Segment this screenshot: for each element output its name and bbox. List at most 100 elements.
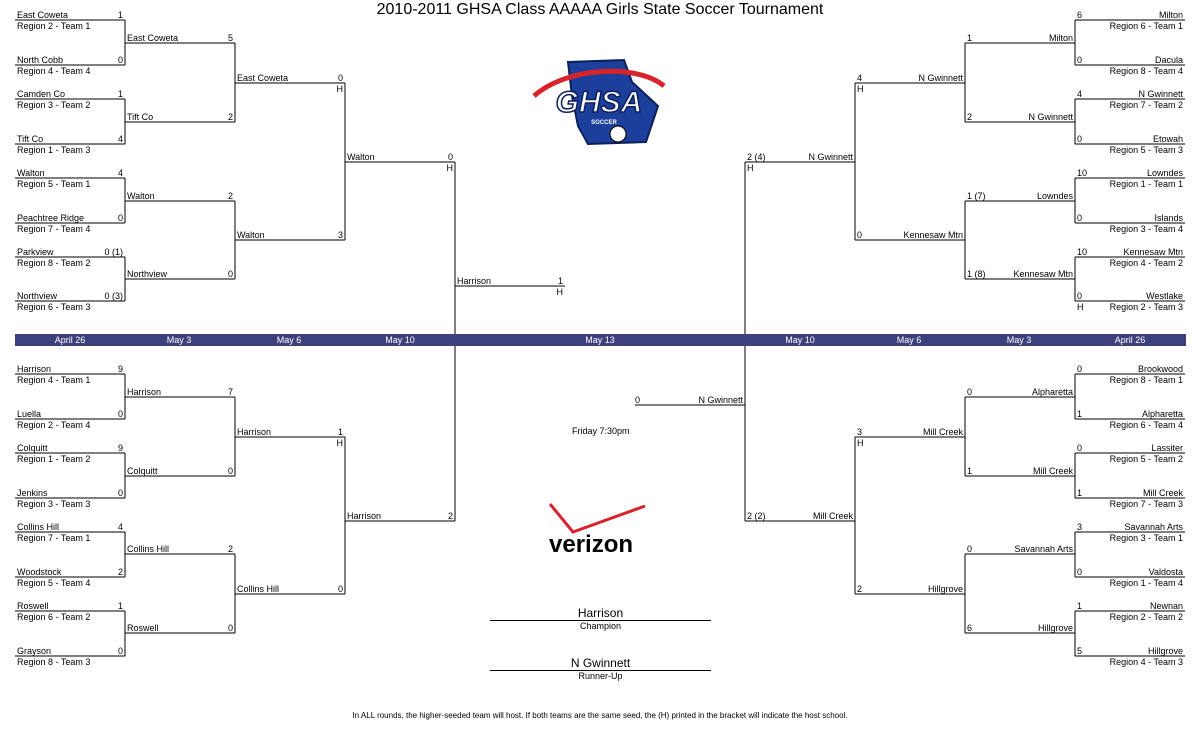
left-bottom-r1-team-name: Woodstock [17, 567, 62, 577]
right-bottom-r1-score: 1 [1077, 409, 1082, 419]
left-bottom-r3-score: 1 [338, 427, 343, 437]
right-top-r1-seed: Region 4 - Team 2 [1110, 258, 1183, 268]
right-bottom-r1-seed: Region 1 - Team 4 [1110, 578, 1183, 588]
champion-label: Champion [579, 621, 622, 631]
right-top-r1-team-name: Etowah [1153, 134, 1183, 144]
left-bottom-r1-score: 9 [118, 443, 123, 453]
left-bottom-r2-score: 7 [228, 387, 233, 397]
right-top-r1-team-name: Lowndes [1147, 168, 1184, 178]
footer-note: In ALL rounds, the higher-seeded team wi… [352, 711, 848, 720]
right-bottom-r1-seed: Region 8 - Team 1 [1110, 375, 1183, 385]
right-top-r1-team-name: N Gwinnett [1138, 89, 1183, 99]
right-bottom-r1-team-name: Brookwood [1138, 364, 1183, 374]
left-bottom-r1-team-name: Roswell [17, 601, 49, 611]
champion-block: Harrison Champion [490, 606, 711, 632]
right-bottom-r1-team-name: Valdosta [1149, 567, 1183, 577]
left-bottom-r1-seed: Region 5 - Team 4 [17, 578, 90, 588]
left-bottom-r1-seed: Region 1 - Team 2 [17, 454, 90, 464]
right-top-r2-score: 1 [967, 33, 972, 43]
left-top-r1-team-name: Tift Co [17, 134, 43, 144]
right-bottom-r1-score: 1 [1077, 601, 1082, 611]
left-top-r1-score: 1 [118, 10, 123, 20]
left-top-r1-seed: Region 5 - Team 1 [17, 179, 90, 189]
round-date-r3-right: May 6 [896, 335, 922, 345]
left-top-r1-score: 0 (3) [104, 291, 123, 301]
right-bottom-r1-score: 0 [1077, 443, 1082, 453]
right-bottom-r2-team-name: Savannah Arts [1014, 544, 1073, 554]
left-bottom-r1-seed: Region 2 - Team 4 [17, 420, 90, 430]
left-top-r1-seed: Region 7 - Team 4 [17, 224, 90, 234]
verizon-check-icon [548, 503, 646, 534]
left-bottom-r2-score: 2 [228, 544, 233, 554]
left-bottom-r2-team-name: Harrison [127, 387, 161, 397]
right-bottom-r3-team-name: Mill Creek [923, 427, 964, 437]
ghsa-logo-subtext: SOCCER [591, 120, 617, 126]
left-top-r3-host-marker: H [337, 84, 344, 94]
right-bottom-r1-seed: Region 3 - Team 1 [1110, 533, 1183, 543]
left-bottom-r1-seed: Region 8 - Team 3 [17, 657, 90, 667]
right-top-r1-host-marker: H [1077, 302, 1084, 312]
right-bottom-r2-score: 0 [967, 544, 972, 554]
right-bottom-r2-team-name: Mill Creek [1033, 466, 1074, 476]
right-semi-team-name: N Gwinnett [698, 395, 743, 405]
left-top-r1-team-name: Peachtree Ridge [17, 213, 84, 223]
right-bottom-r2-score: 1 [967, 466, 972, 476]
right-top-r2-team-name: Kennesaw Mtn [1013, 269, 1073, 279]
left-top-r1-seed: Region 6 - Team 3 [17, 302, 90, 312]
right-top-r1-score: 10 [1077, 168, 1087, 178]
left-top-r3-team-name: Walton [237, 230, 265, 240]
left-bottom-r1-seed: Region 7 - Team 1 [17, 533, 90, 543]
right-bottom-r2-score: 6 [967, 623, 972, 633]
left-bottom-r3-score: 0 [338, 584, 343, 594]
left-bottom-r1-score: 0 [118, 488, 123, 498]
left-bottom-r3-team-name: Collins Hill [237, 584, 279, 594]
left-bottom-r1-score: 9 [118, 364, 123, 374]
right-bottom-r2-team-name: Alpharetta [1032, 387, 1073, 397]
left-bottom-r1-seed: Region 4 - Team 1 [17, 375, 90, 385]
right-semi-score: 0 [635, 395, 640, 405]
round-date-r1-left: April 26 [54, 335, 86, 345]
left-top-r2-score: 2 [228, 112, 233, 122]
right-top-r1-score: 0 [1077, 55, 1082, 65]
right-top-r3-score: 4 [857, 73, 862, 83]
left-bottom-r2-team-name: Roswell [127, 623, 159, 633]
left-bottom-r2-score: 0 [228, 466, 233, 476]
round-date-r3-left: May 6 [276, 335, 302, 345]
right-top-r1-score: 10 [1077, 247, 1087, 257]
right-bottom-r4-score: 2 (2) [747, 511, 766, 521]
right-bottom-r2-score: 0 [967, 387, 972, 397]
right-bottom-r1-team-name: Hillgrove [1148, 646, 1183, 656]
left-top-r2-score: 0 [228, 269, 233, 279]
runner-up-name: N Gwinnett [490, 656, 711, 671]
round-date-bar: April 26 May 3 May 6 May 10 May 13 May 1… [15, 334, 1186, 346]
left-top-r1-score: 4 [118, 134, 123, 144]
left-top-r1-team-name: Northview [17, 291, 58, 301]
left-bottom-r1-seed: Region 3 - Team 3 [17, 499, 90, 509]
left-top-r3-score: 3 [338, 230, 343, 240]
right-bottom-r3-team-name: Hillgrove [928, 584, 963, 594]
page-title: 2010-2011 GHSA Class AAAAA Girls State S… [376, 1, 824, 18]
left-bottom-r1-seed: Region 6 - Team 2 [17, 612, 90, 622]
left-top-r1-score: 4 [118, 168, 123, 178]
left-top-r1-seed: Region 2 - Team 1 [17, 21, 90, 31]
left-top-r1-score: 0 [118, 55, 123, 65]
left-top-r1-score: 1 [118, 89, 123, 99]
left-bottom-r1-score: 2 [118, 567, 123, 577]
left-bottom-r1-team-name: Jenkins [17, 488, 48, 498]
left-top-r1-team-name: North Cobb [17, 55, 63, 65]
right-bottom-r4-team-name: Mill Creek [813, 511, 854, 521]
right-bottom-r1-score: 3 [1077, 522, 1082, 532]
right-bottom-r1-seed: Region 2 - Team 2 [1110, 612, 1183, 622]
right-bottom-r1-team-name: Mill Creek [1143, 488, 1184, 498]
left-top-r2-team-name: Northview [127, 269, 168, 279]
left-top-r2-team-name: East Coweta [127, 33, 178, 43]
right-top-r1-score: 4 [1077, 89, 1082, 99]
right-bottom-r1-seed: Region 7 - Team 3 [1110, 499, 1183, 509]
left-top-r2-score: 2 [228, 191, 233, 201]
right-top-r1-score: 0 [1077, 134, 1082, 144]
right-top-r3-team-name: Kennesaw Mtn [903, 230, 963, 240]
left-top-r1-score: 0 (1) [104, 247, 123, 257]
right-top-r1-seed: Region 5 - Team 3 [1110, 145, 1183, 155]
round-date-r1-right: April 26 [1114, 335, 1146, 345]
